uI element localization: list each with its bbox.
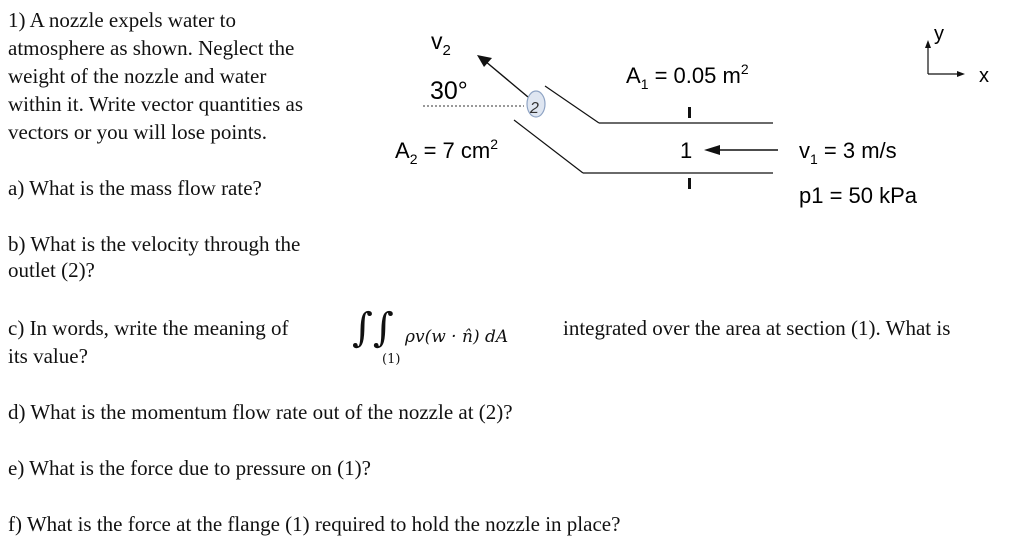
double-integral-sign: ∫∫ <box>352 305 394 351</box>
problem-line-2: atmosphere as shown. Neglect the <box>8 36 295 60</box>
v1-label: v1 = 3 m/s <box>799 138 897 167</box>
outlet-label: 2 <box>529 100 539 117</box>
a2-label: A2 = 7 cm2 <box>395 136 498 167</box>
integral-subscript: (1) <box>382 352 401 367</box>
question-e: e) What is the force due to pressure on … <box>8 456 371 480</box>
nozzle-diagram: v2 30° 2 A2 = 7 cm2 A1 = 0.05 m2 1 v1 = … <box>395 23 989 208</box>
outlet-marker-circle <box>526 90 546 118</box>
problem-line-1: 1) A nozzle expels water to <box>8 8 237 32</box>
question-c-line-2: its value? <box>8 344 88 368</box>
section-1-upper-tick <box>688 107 691 118</box>
section-1-label: 1 <box>680 138 692 163</box>
x-axis-label: x <box>979 65 989 87</box>
v2-label: v2 <box>431 28 451 59</box>
outlet-velocity-arrowhead <box>477 55 492 67</box>
a1-label: A1 = 0.05 m2 <box>626 61 749 92</box>
p1-label: p1 = 50 kPa <box>799 183 918 208</box>
problem-line-5: vectors or you will lose points. <box>8 120 267 144</box>
question-f: f) What is the force at the flange (1) r… <box>8 512 621 536</box>
question-d: d) What is the momentum flow rate out of… <box>8 400 513 424</box>
section-1-lower-tick <box>688 178 691 189</box>
question-c-continuation: integrated over the area at section (1).… <box>563 316 951 340</box>
question-b-line-2: outlet (2)? <box>8 258 95 282</box>
nozzle-lower-taper-wall <box>513 119 584 174</box>
inlet-velocity-arrowhead <box>704 145 720 155</box>
question-a: a) What is the mass flow rate? <box>8 176 262 200</box>
problem-statement: 1) A nozzle expels water to atmosphere a… <box>8 6 368 146</box>
y-axis-arrowhead <box>925 40 931 48</box>
nozzle-upper-taper-wall <box>544 85 600 124</box>
y-axis-label: y <box>934 23 944 45</box>
question-c-line-1: c) In words, write the meaning of <box>8 316 289 340</box>
x-axis-arrowhead <box>957 71 965 77</box>
problem-line-4: within it. Write vector quantities as <box>8 92 304 116</box>
problem-line-3: weight of the nozzle and water <box>8 64 267 88</box>
question-b-line-1: b) What is the velocity through the <box>8 232 301 256</box>
integrand: ρv(w · n̂) dA <box>405 327 509 347</box>
angle-label: 30° <box>430 77 468 105</box>
outlet-velocity-arrow-shaft <box>484 60 529 98</box>
